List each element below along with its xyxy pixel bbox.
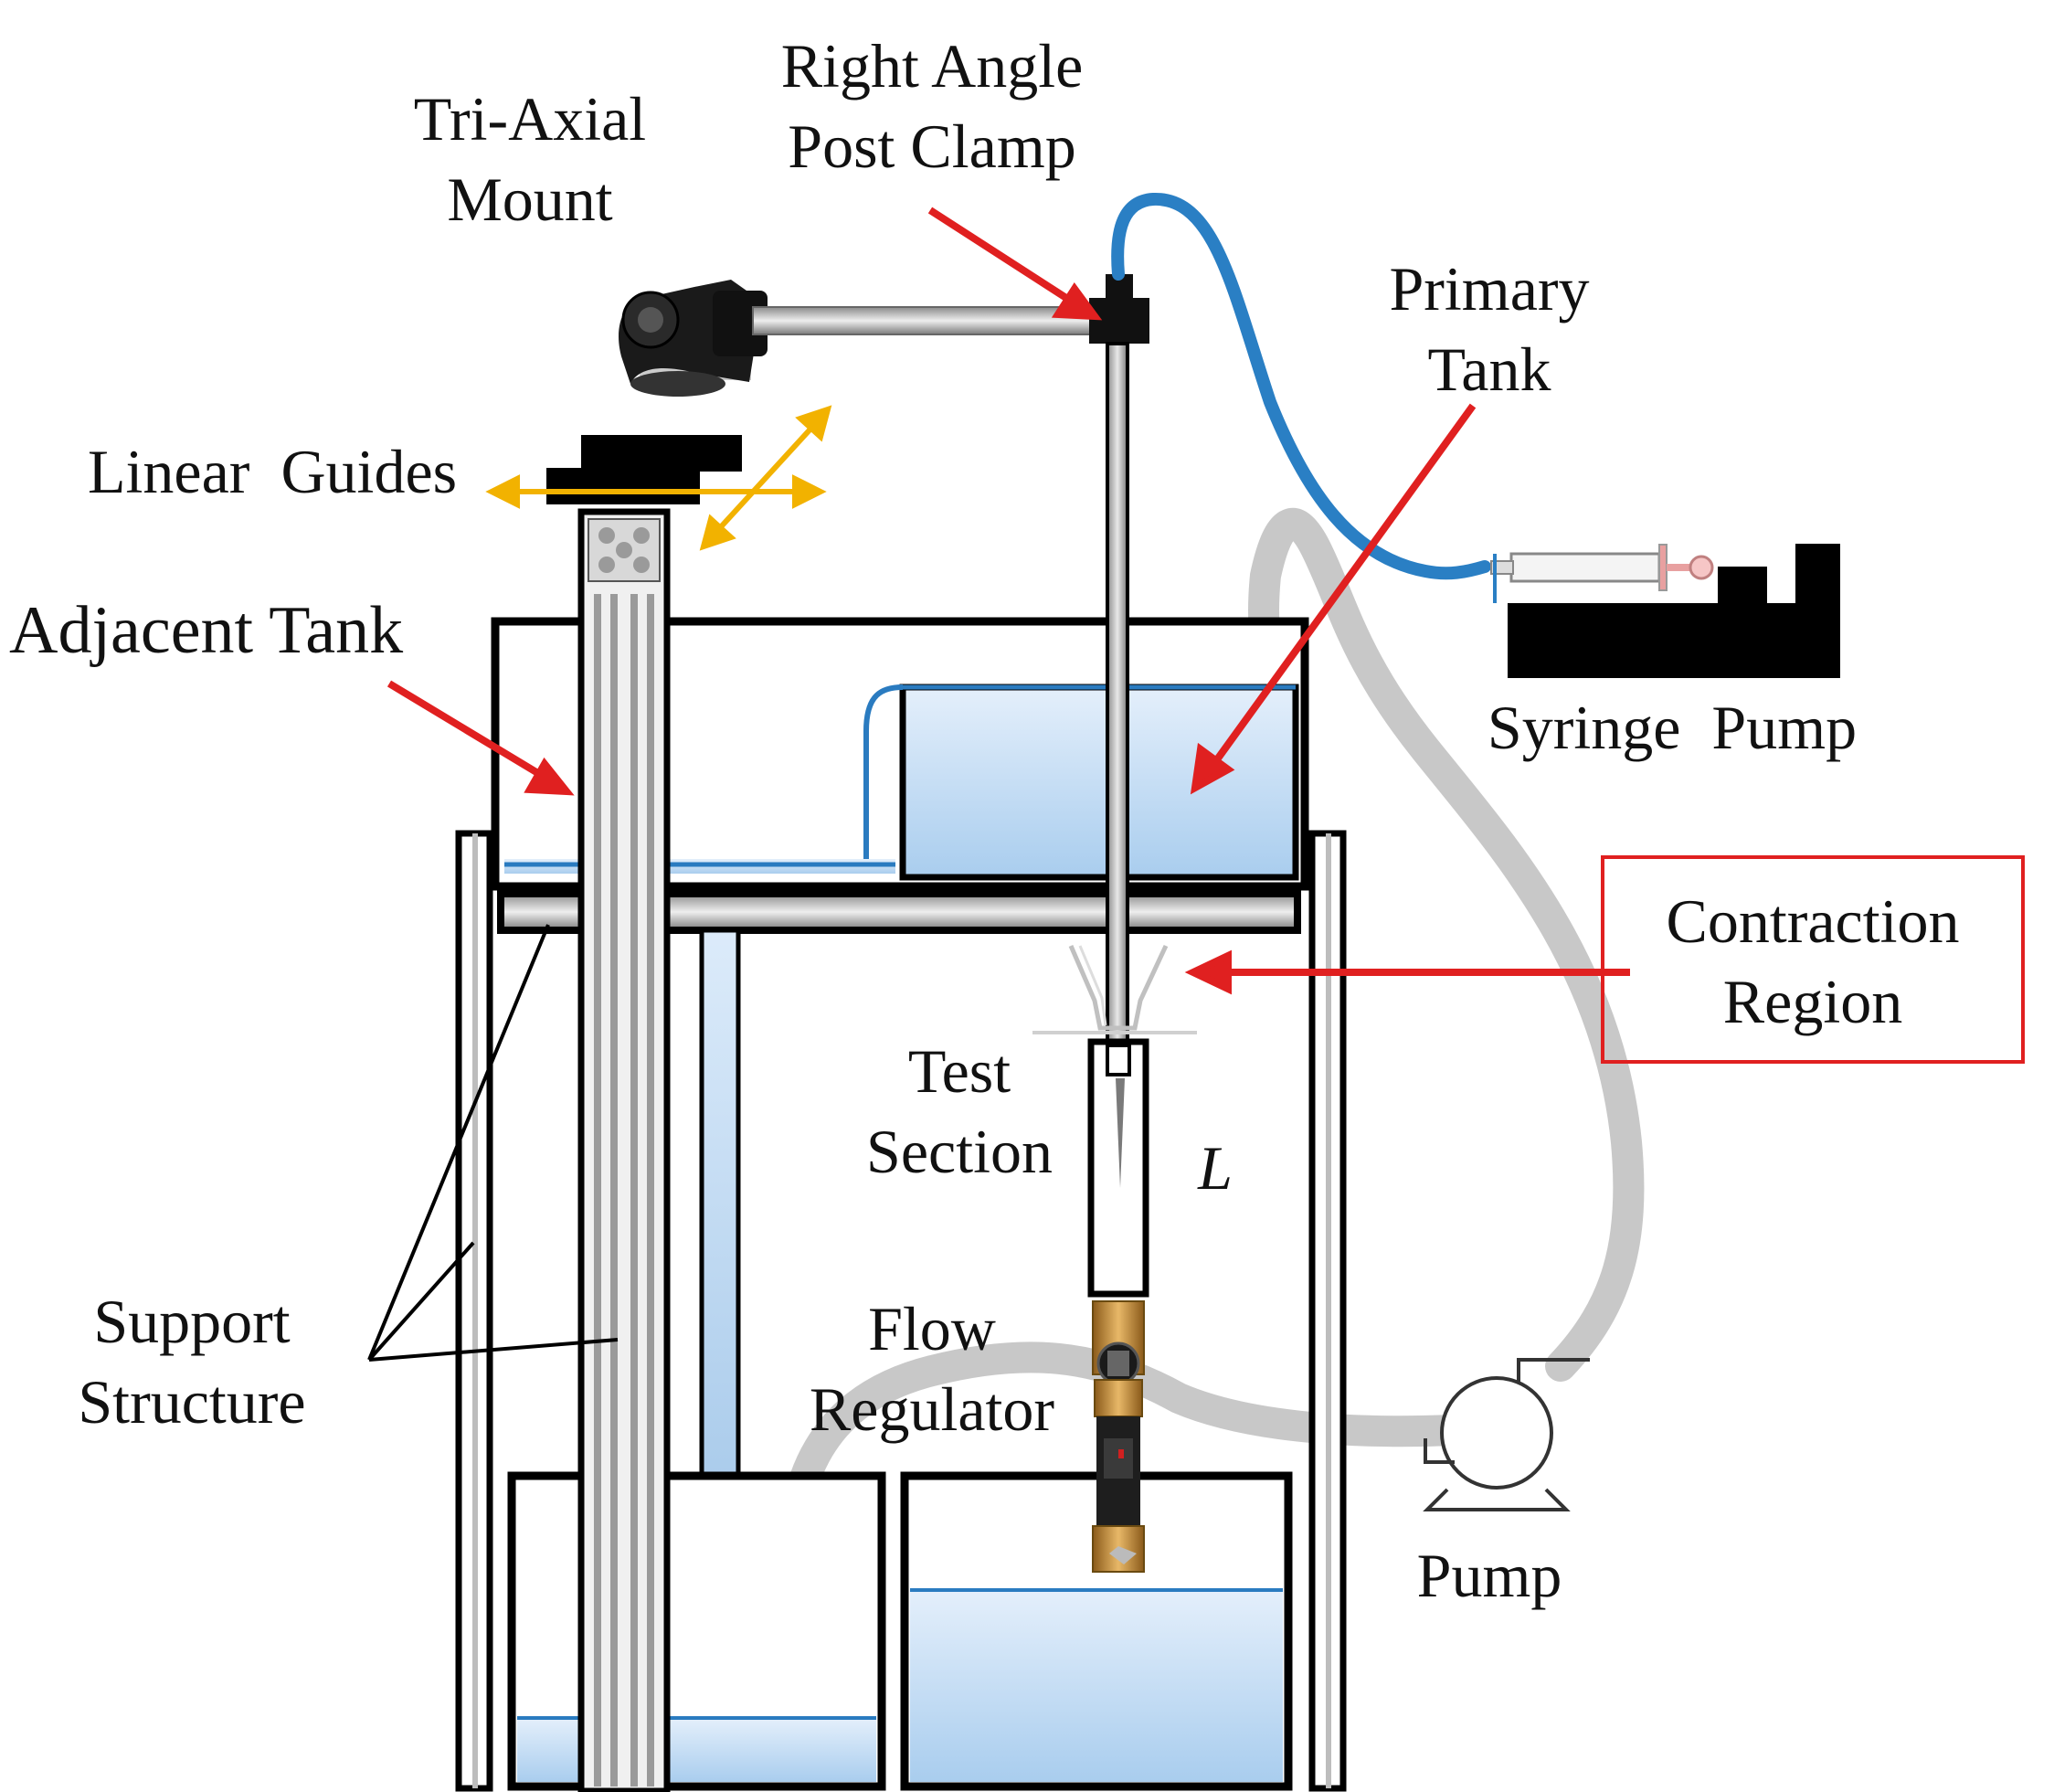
test-section-label-line1: Test bbox=[907, 1036, 1011, 1106]
syringe-pump bbox=[1490, 544, 1840, 678]
linear-guides-label: Linear Guides bbox=[88, 437, 458, 506]
tri-axial-mount-label-line2: Mount bbox=[447, 164, 613, 234]
flow-regulator bbox=[1092, 1300, 1145, 1573]
return-hose bbox=[1248, 508, 1645, 1382]
adjacent-tank-label: Adjacent Tank bbox=[9, 593, 404, 668]
syringe-pump-label: Syringe Pump bbox=[1487, 693, 1858, 762]
pump-label: Pump bbox=[1416, 1541, 1562, 1610]
support-structure-pointers bbox=[367, 924, 619, 1362]
right-angle-post-clamp-label-line2: Post Clamp bbox=[788, 111, 1076, 181]
vertical-rod bbox=[1106, 342, 1129, 1045]
support-structure-label-line2: Structure bbox=[78, 1367, 306, 1437]
contraction-region-callout-box bbox=[1601, 855, 2025, 1064]
primary-tank-label-line1: Primary bbox=[1389, 254, 1590, 323]
tri-axial-mount-label-line1: Tri-Axial bbox=[413, 84, 647, 154]
contraction-region-label: Contraction Region bbox=[1601, 881, 2025, 1042]
tri-axial-mount bbox=[619, 280, 768, 397]
primary-tank-label: Primary Tank bbox=[1352, 249, 1626, 409]
main-support-column bbox=[577, 508, 671, 1792]
right-angle-post-clamp-label-line1: Right Angle bbox=[780, 31, 1084, 101]
support-structure-label-line1: Support bbox=[93, 1287, 291, 1356]
test-section-label: Test Section bbox=[841, 1031, 1078, 1192]
primary-tank bbox=[863, 684, 1299, 881]
right-angle-post-clamp-label: Right Angle Post Clamp bbox=[740, 26, 1124, 186]
horizontal-post bbox=[752, 306, 1116, 335]
linear-guide-blocks bbox=[546, 435, 742, 504]
support-structure-legs bbox=[455, 830, 1347, 1792]
lower-left-tank bbox=[507, 1471, 886, 1791]
test-section bbox=[1087, 1038, 1149, 1298]
syringe-supply-tube bbox=[1111, 192, 1491, 580]
contraction-region-label-line1: Contraction bbox=[1666, 886, 1960, 956]
flow-regulator-label-line1: Flow bbox=[868, 1294, 996, 1363]
test-section-label-line2: Section bbox=[866, 1117, 1053, 1186]
length-symbol-label: L bbox=[1198, 1133, 1233, 1203]
flow-regulator-label-line2: Regulator bbox=[809, 1374, 1055, 1444]
contraction-region bbox=[1032, 944, 1197, 1034]
adjacent-drain-tube bbox=[699, 928, 741, 1536]
linear-guide-arrows bbox=[485, 405, 832, 551]
support-structure-label: Support Structure bbox=[55, 1281, 329, 1442]
red-callout-arrows bbox=[386, 207, 1630, 995]
primary-tank-label-line2: Tank bbox=[1427, 334, 1551, 404]
contraction-region-label-line2: Region bbox=[1722, 967, 1903, 1036]
tri-axial-mount-label: Tri-Axial Mount bbox=[384, 79, 676, 239]
centrifugal-pump bbox=[1423, 1358, 1590, 1511]
right-angle-post-clamp bbox=[1089, 274, 1149, 344]
flow-regulator-label: Flow Regulator bbox=[786, 1288, 1078, 1449]
